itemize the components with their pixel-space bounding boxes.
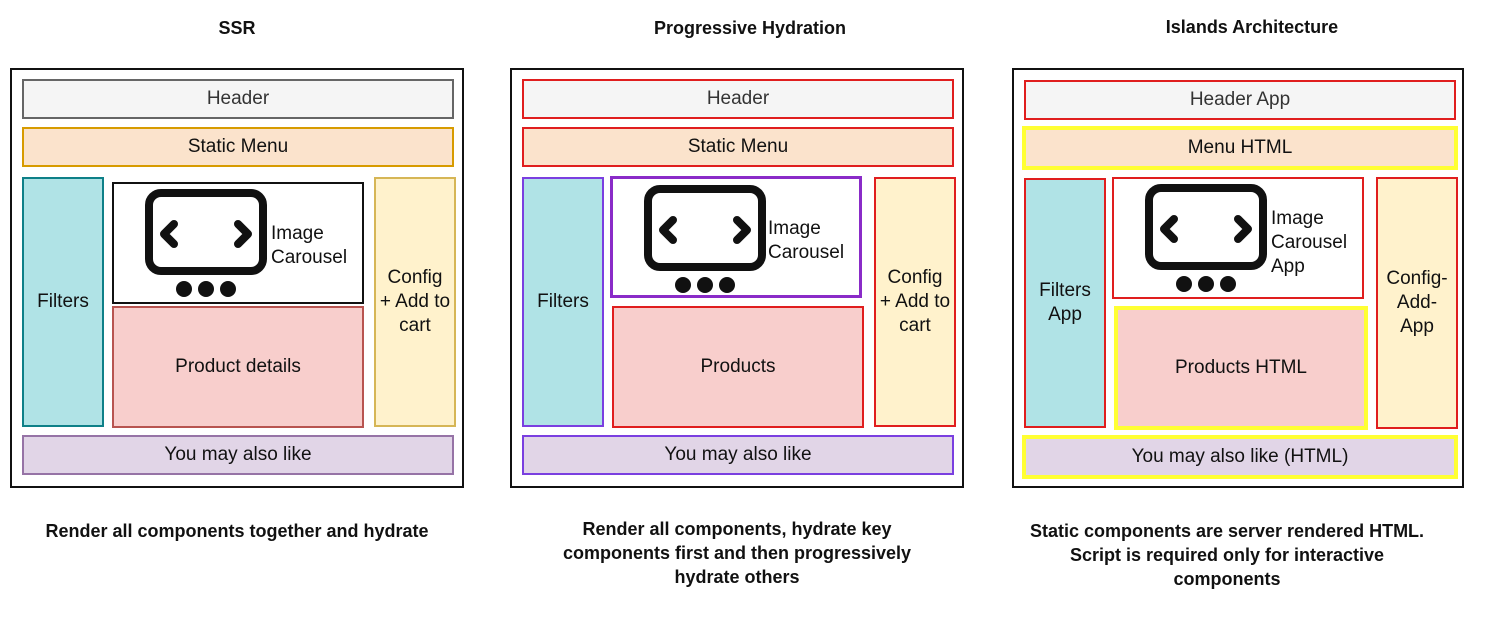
also-like-box: You may also like [522, 435, 954, 475]
products-box: Products HTML [1114, 306, 1368, 430]
panel-caption-islands: Static components are server rendered HT… [1029, 521, 1425, 589]
carousel-box: Image Carousel App [1112, 177, 1364, 299]
menu-box: Static Menu [22, 127, 454, 167]
panel-caption-ssr: Render all components together and hydra… [45, 521, 429, 541]
carousel-label: Image Carousel [768, 218, 845, 263]
carousel-label: Image Carousel App [1271, 208, 1348, 277]
config-box: Config- Add- App [1376, 177, 1458, 429]
panel-caption-progressive: Render all components, hydrate key compo… [562, 519, 912, 587]
menu-box: Static Menu [522, 127, 954, 167]
carousel-icon [1145, 184, 1267, 292]
panel-title-progressive: Progressive Hydration [653, 18, 847, 38]
products-box: Products [612, 306, 864, 428]
header-box: Header [22, 79, 454, 119]
also-like-box: You may also like [22, 435, 454, 475]
also-like-box: You may also like (HTML) [1022, 435, 1458, 479]
config-box: Config + Add to cart [874, 177, 956, 427]
header-box: Header [522, 79, 954, 119]
products-box: Product details [112, 306, 364, 428]
filters-box: Filters [522, 177, 604, 427]
carousel-icon [644, 185, 766, 293]
header-box: Header App [1024, 80, 1456, 120]
menu-box: Menu HTML [1022, 126, 1458, 170]
filters-box: Filters App [1024, 178, 1106, 428]
config-box: Config + Add to cart [374, 177, 456, 427]
carousel-label: Image Carousel [271, 223, 348, 268]
carousel-box: Image Carousel [610, 176, 862, 298]
carousel-box: Image Carousel [112, 182, 364, 304]
panel-title-islands: Islands Architecture [1165, 17, 1339, 37]
panel-title-ssr: SSR [218, 18, 256, 38]
filters-box: Filters [22, 177, 104, 427]
carousel-icon [145, 189, 267, 297]
